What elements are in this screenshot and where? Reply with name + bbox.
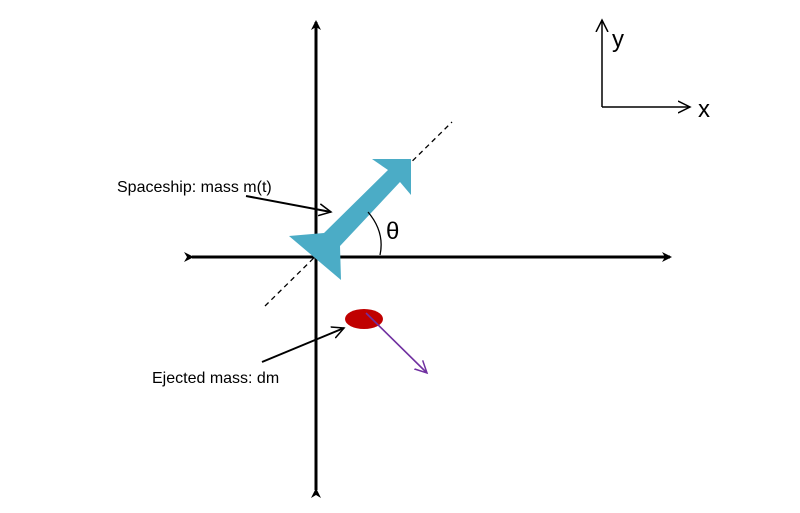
ejected-mass-label: Ejected mass: dm xyxy=(152,370,279,387)
theta-label: θ xyxy=(386,218,399,245)
ejected-mass-pointer-arrow xyxy=(261,328,344,363)
reference-y-label: y xyxy=(612,26,624,53)
reference-x-label: x xyxy=(698,96,710,123)
main-axes xyxy=(184,20,672,498)
spaceship-pointer-arrow xyxy=(245,195,331,212)
spaceship-arrow-shape xyxy=(289,159,411,280)
spaceship-heading-line xyxy=(264,121,453,307)
ejected-mass-velocity-arrow xyxy=(365,312,427,373)
ejected-mass-blob xyxy=(345,309,383,329)
reference-frame: y x xyxy=(602,20,710,123)
theta-angle-arc xyxy=(367,211,382,256)
spaceship-label: Spaceship: mass m(t) xyxy=(117,179,272,196)
